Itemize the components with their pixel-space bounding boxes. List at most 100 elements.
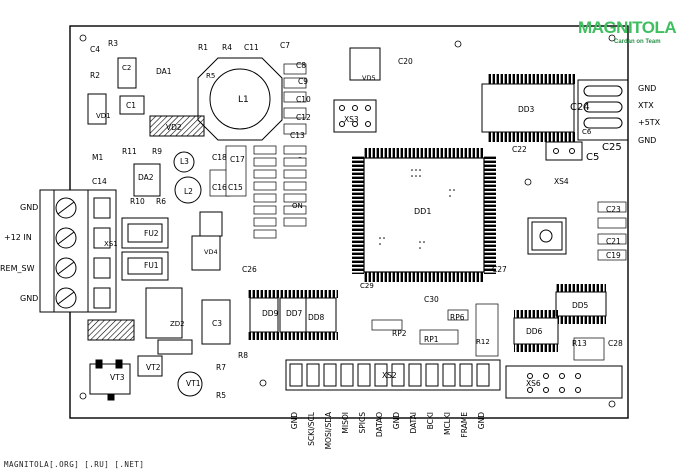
designator: C14 [92,177,107,186]
designator: L3 [180,157,189,166]
dd7-dd9-dd8-chips [248,290,338,340]
designator: C19 [606,251,621,260]
crystal-oscillator [527,217,567,255]
designator: C8 [296,61,306,70]
designator: C13 [290,131,305,140]
designator: C16 [212,183,227,192]
pin-label: MCLKI [443,412,452,436]
designator: XS4 [554,177,569,186]
label-gnd-bottom: GND [20,294,39,303]
vd-diode-bottom [87,319,135,341]
pin-label: BCKI [426,412,435,430]
designator: R10 [130,197,145,206]
pin-label: MISOI [341,412,350,434]
designator: R12 [476,338,490,346]
designator: RP2 [392,329,407,338]
designators: C4 R3 C2 R2 R1 R4 C11 C7 DA1 R5 L1 C8 C9… [90,39,623,400]
pin-label: DATAO [375,412,384,438]
designator: DD5 [572,301,589,310]
designator: VD4 [204,248,218,256]
designator: C20 [398,57,413,66]
designator: C7 [280,41,290,50]
designator: C12 [296,113,311,122]
designator: R1 [198,43,208,52]
designator: C2 [122,64,131,72]
designator: R2 [90,71,100,80]
l1-inductor [197,57,283,141]
designator: DD8 [308,313,325,322]
pin-label: DATAI [409,412,418,434]
designator: C24 [570,102,590,113]
designator: C27 [492,265,507,274]
designator: C23 [606,205,621,214]
designator: C21 [606,237,621,246]
designator: DD6 [526,327,543,336]
designator: C30 [424,295,439,304]
designator: VD5 [362,74,376,82]
misc-parts [87,47,381,345]
logo-sub: Cardan on Team [614,39,661,45]
designator: R5 [206,72,215,80]
dd5-chip [555,284,607,324]
xs2-header [285,359,501,391]
designator: C6 [582,128,592,136]
designator: FU2 [144,229,159,238]
pin-label: SPICS [358,412,367,434]
designator: R11 [122,147,137,156]
designator: DD7 [286,309,303,318]
designator: C17 [230,155,245,164]
designator: C28 [608,339,623,348]
transistors [89,339,203,401]
designator: C9 [298,77,308,86]
designator: VT1 [186,379,201,388]
designator: VD2 [166,123,182,132]
passive-array [209,63,627,361]
label-gnd-right-2: GND [638,136,657,145]
designator: C15 [228,183,243,192]
dd3-chip [481,74,576,142]
designator: C3 [212,319,222,328]
xs3-header [333,99,377,133]
designator: VD1 [96,112,111,120]
label-xtx: XTX [638,101,654,110]
designator: VT3 [110,373,125,382]
pin-label: FRAME [460,412,469,438]
label-gnd-right-1: GND [638,84,657,93]
designator: C11 [244,43,259,52]
designator: DD9 [262,309,279,318]
designator: C1 [126,101,136,110]
designator: M1 [92,153,103,162]
designator: R5 [216,391,226,400]
designator: XS1 [104,240,118,248]
xs4-header [545,141,583,161]
vd2-diode [149,115,205,137]
designator: RP1 [424,335,439,344]
dd6-chip [513,310,559,352]
designator: DA1 [156,67,172,76]
pin-label: GND [477,412,486,430]
watermark: MAGNITOLA[.ORG] [.RU] [.NET] [4,460,145,469]
designator: DD1 [414,207,431,216]
designator: ZD2 [170,320,185,328]
designator: L1 [238,95,249,105]
designator: ON [292,202,303,210]
designator: R13 [572,339,587,348]
designator: C5 [586,152,599,163]
small-inductors [173,151,202,204]
xs6-header [505,365,623,399]
label-rem-sw: REM_SW [0,264,35,273]
designator: DA2 [138,173,154,182]
label-gnd-top: GND [20,203,39,212]
designator: R4 [222,43,232,52]
designator: R3 [108,39,118,48]
designator: R8 [238,351,248,360]
fuses [121,217,169,281]
designator: FU1 [144,261,159,270]
designator: C22 [512,145,527,154]
designator: R6 [156,197,166,206]
designator: C4 [90,45,100,54]
designator: VT2 [146,363,161,372]
designator: L2 [184,187,193,196]
right-edge-pads [577,79,629,141]
